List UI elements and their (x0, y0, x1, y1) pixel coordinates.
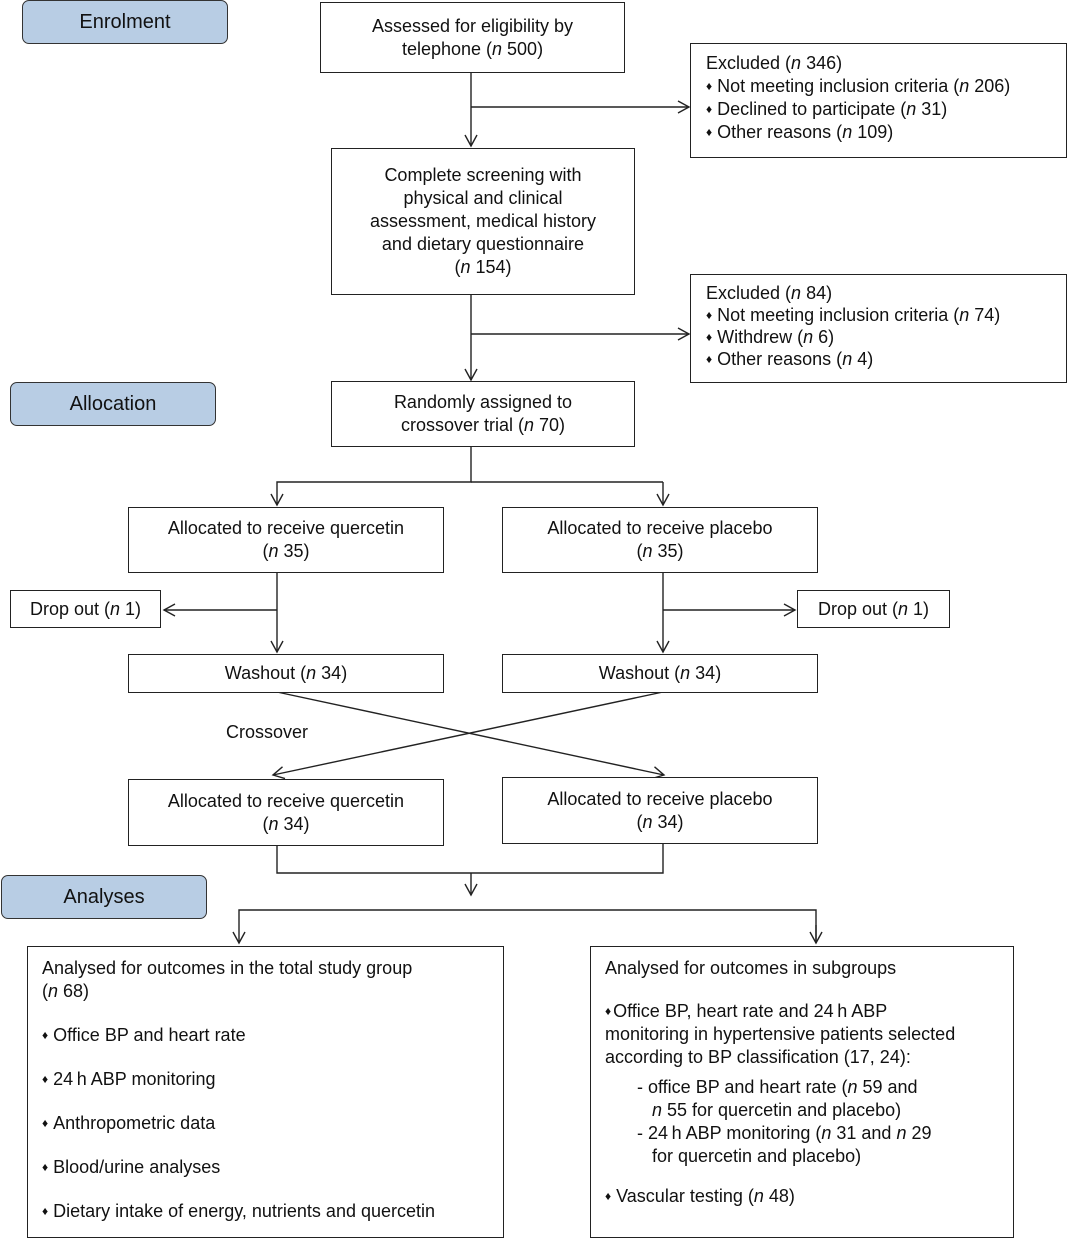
alloc-quercetin-2-line1: Allocated to receive quercetin (167, 790, 405, 811)
alloc-placebo-2: Allocated to receive placebo (n 34) (502, 777, 818, 844)
bullet-icon: ♦ (605, 1004, 612, 1018)
screening-line2: physical and clinical (403, 188, 563, 208)
bullet-icon: ♦ (706, 125, 713, 139)
dropout-left-box: Drop out (n 1) (10, 590, 161, 628)
analysis-sub-abp-line2: for quercetin and placebo) (652, 1146, 862, 1166)
alloc-placebo-1: Allocated to receive placebo (n 35) (502, 507, 818, 573)
analysis-subgroups-box: Analysed for outcomes in subgroups ♦Offi… (590, 946, 1014, 1238)
randomised-line1: Randomly assigned to (393, 392, 573, 412)
excluded-1-item: ♦Not meeting inclusion criteria (n 206) (706, 76, 1011, 96)
stage-enrolment: Enrolment (22, 0, 228, 44)
stage-analyses: Analyses (1, 875, 207, 919)
assessed-line2: telephone (n 500) (401, 38, 544, 59)
screening-line4: and dietary questionnaire (381, 234, 585, 254)
dropout-right-label: Drop out (n 1) (817, 598, 930, 619)
excluded-2-item: ♦Not meeting inclusion criteria (n 74) (706, 305, 1001, 325)
analysis-sub-office-line1: - office BP and heart rate (n 59 and (637, 1077, 918, 1097)
excluded-2-title: Excluded (n 84) (706, 283, 833, 303)
screening-line1: Complete screening with (384, 165, 582, 185)
bullet-icon: ♦ (42, 1028, 49, 1042)
alloc-quercetin-2-count: (n 34) (262, 813, 310, 834)
analysis-sub-item1-line3: according to BP classification (17, 24): (605, 1047, 911, 1067)
bullet-icon: ♦ (42, 1160, 49, 1174)
bullet-icon: ♦ (42, 1116, 49, 1130)
analysis-sub-vascular: ♦Vascular testing (n 48) (605, 1186, 795, 1206)
merge-allocations (276, 843, 664, 874)
analysis-total-item: ♦Office BP and heart rate (42, 1025, 246, 1045)
bullet-icon: ♦ (42, 1204, 49, 1218)
bullet-icon: ♦ (605, 1189, 612, 1203)
split-analyses-left (232, 909, 817, 945)
split-randomised (270, 446, 472, 507)
analysis-total-item: ♦24 h ABP monitoring (42, 1069, 216, 1089)
analysis-sub-item1-line1: ♦Office BP, heart rate and 24 h ABP (605, 1001, 888, 1021)
screening-box: Complete screening with physical and cli… (331, 148, 635, 295)
assessed-box: Assessed for eligibility by telephone (n… (320, 2, 625, 73)
analysis-sub-title: Analysed for outcomes in subgroups (605, 958, 897, 978)
analysis-sub-abp-line1: - 24 h ABP monitoring (n 31 and n 29 (637, 1123, 932, 1143)
screening-count: (n 154) (454, 257, 512, 277)
stage-analyses-label: Analyses (63, 885, 145, 908)
stage-allocation: Allocation (10, 382, 216, 426)
analysis-sub-office-line2: n 55 for quercetin and placebo) (652, 1100, 902, 1120)
washout-right-label: Washout (n 34) (598, 663, 722, 683)
dropout-left-label: Drop out (n 1) (29, 598, 142, 619)
randomised-box: Randomly assigned to crossover trial (n … (331, 381, 635, 447)
bullet-icon: ♦ (42, 1072, 49, 1086)
alloc-quercetin-1-line1: Allocated to receive quercetin (167, 518, 405, 538)
dropout-right-box: Drop out (n 1) (797, 590, 950, 628)
alloc-placebo-1-line1: Allocated to receive placebo (547, 518, 773, 538)
analysis-sub-item1-line2: monitoring in hypertensive patients sele… (605, 1024, 956, 1044)
washout-right-box: Washout (n 34) (502, 654, 818, 693)
excluded-1-item: ♦Declined to participate (n 31) (706, 99, 948, 119)
assessed-line1: Assessed for eligibility by (371, 15, 574, 36)
bullet-icon: ♦ (706, 79, 713, 93)
excluded-1-title: Excluded (n 346) (706, 53, 843, 73)
bullet-icon: ♦ (706, 308, 713, 322)
analysis-total-count: (n 68) (42, 981, 90, 1001)
crossover-arrow-to-quercetin (271, 691, 664, 780)
alloc-quercetin-1-count: (n 35) (262, 541, 310, 561)
washout-left-label: Washout (n 34) (224, 663, 348, 683)
bullet-icon: ♦ (706, 330, 713, 344)
excluded-2-item: ♦Other reasons (n 4) (706, 349, 874, 369)
analysis-total-item: ♦Dietary intake of energy, nutrients and… (42, 1201, 436, 1221)
excluded-1-item: ♦Other reasons (n 109) (706, 122, 894, 142)
washout-left-box: Washout (n 34) (128, 654, 444, 693)
analysis-total-box: Analysed for outcomes in the total study… (27, 946, 504, 1238)
alloc-placebo-1-count: (n 35) (636, 541, 684, 561)
randomised-line2: crossover trial (n 70) (400, 415, 566, 435)
alloc-placebo-2-line1: Allocated to receive placebo (547, 788, 773, 809)
excluded-2-item: ♦Withdrew (n 6) (706, 327, 835, 347)
stage-allocation-label: Allocation (69, 392, 157, 415)
screening-line3: assessment, medical history (369, 211, 597, 231)
excluded-box-2: Excluded (n 84) ♦Not meeting inclusion c… (690, 274, 1067, 383)
alloc-quercetin-1: Allocated to receive quercetin (n 35) (128, 507, 444, 573)
stage-enrolment-label: Enrolment (79, 10, 171, 33)
bullet-icon: ♦ (706, 352, 713, 366)
analysis-total-item: ♦Anthropometric data (42, 1113, 216, 1133)
alloc-quercetin-2: Allocated to receive quercetin (n 34) (128, 779, 444, 846)
bullet-icon: ♦ (706, 102, 713, 116)
excluded-box-1: Excluded (n 346) ♦Not meeting inclusion … (690, 43, 1067, 158)
analysis-total-item: ♦Blood/urine analyses (42, 1157, 221, 1177)
crossover-label: Crossover (226, 722, 309, 742)
analysis-total-title: Analysed for outcomes in the total study… (42, 958, 413, 978)
alloc-placebo-2-count: (n 34) (636, 811, 684, 832)
